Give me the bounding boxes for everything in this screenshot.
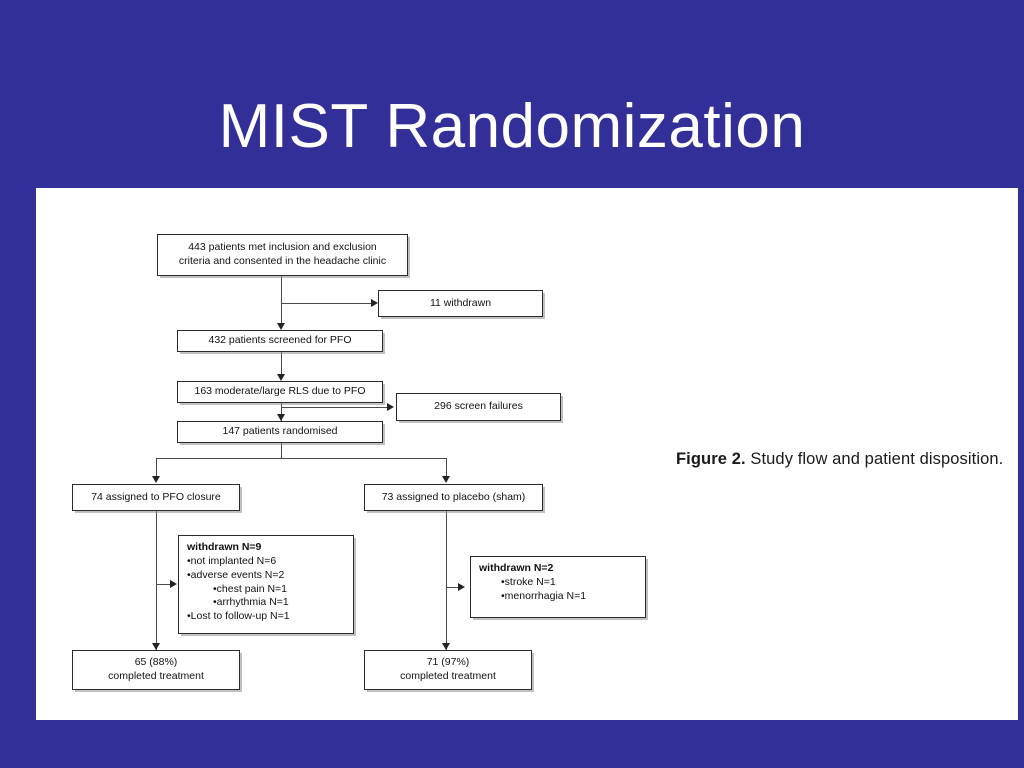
arrowhead-screened-to-rls	[276, 374, 285, 381]
withdrawn-pfo-heading: withdrawn N=9	[187, 541, 262, 553]
flow-node-screen-failures: 296 screen failures	[396, 393, 561, 421]
connector-rls-to-screen-failures	[281, 407, 391, 408]
withdrawn-pfo-item-1: •adverse events N=2	[187, 568, 285, 581]
arrowhead-rls-to-randomised	[276, 414, 285, 421]
flowchart-canvas: 443 patients met inclusion and exclusion…	[36, 188, 1018, 720]
arrowhead-enrolled-to-screened	[276, 323, 285, 330]
withdrawn-pfo-item-0: •not implanted N=6	[187, 554, 277, 567]
flow-node-arm-pfo: 74 assigned to PFO closure	[72, 484, 240, 511]
flow-node-arm-placebo-label: 73 assigned to placebo (sham)	[381, 490, 526, 503]
arrowhead-screen-failures	[387, 402, 394, 411]
withdrawn-pfo-item-3: •arrhythmia N=1	[213, 596, 289, 609]
flow-node-completed-pfo: 65 (88%) completed treatment	[72, 650, 240, 690]
arrowhead-withdrawn9	[170, 579, 177, 588]
connector-arm-pfo-stem	[156, 511, 157, 650]
flow-node-completed-placebo-count: 71 (97%)	[426, 656, 470, 669]
withdrawn-placebo-item-0: •stroke N=1	[501, 575, 556, 588]
flow-node-arm-placebo: 73 assigned to placebo (sham)	[364, 484, 543, 511]
connector-split-left	[156, 458, 157, 478]
arrowhead-completed-pfo	[151, 643, 160, 650]
flow-node-rls-label: 163 moderate/large RLS due to PFO	[194, 385, 366, 398]
connector-arm-placebo-stem	[446, 511, 447, 650]
flow-node-randomised-label: 147 patients randomised	[222, 425, 338, 438]
figure-caption-text: Study flow and patient disposition.	[745, 450, 1004, 468]
connector-arm-placebo-to-withdrawn2	[446, 587, 460, 588]
flow-node-enrolled: 443 patients met inclusion and exclusion…	[157, 234, 408, 276]
page-title: MIST Randomization	[218, 91, 806, 161]
figure-caption-label: Figure 2.	[676, 450, 746, 468]
flow-node-completed-placebo-label: completed treatment	[400, 670, 496, 682]
withdrawn-placebo-heading: withdrawn N=2	[479, 562, 554, 574]
arrowhead-arm-placebo	[441, 476, 450, 483]
connector-rls-to-randomised	[281, 403, 282, 421]
arrowhead-withdrawn2	[458, 582, 465, 591]
connector-randomised-stem	[281, 443, 282, 458]
connector-arm-pfo-to-withdrawn9	[156, 584, 173, 585]
arrowhead-completed-placebo	[441, 643, 450, 650]
flow-node-withdrawn-11-label: 11 withdrawn	[429, 296, 492, 309]
flow-node-completed-pfo-count: 65 (88%)	[134, 656, 178, 669]
flow-node-rls: 163 moderate/large RLS due to PFO	[177, 381, 383, 403]
flow-node-withdrawn-placebo: withdrawn N=2 •stroke N=1 •menorrhagia N…	[470, 556, 646, 618]
flow-node-completed-placebo: 71 (97%) completed treatment	[364, 650, 532, 690]
connector-enrolled-to-screened	[281, 276, 282, 324]
figure-caption: Figure 2. Study flow and patient disposi…	[676, 450, 1003, 469]
arrowhead-withdrawn11	[371, 298, 378, 307]
connector-split-right	[446, 458, 447, 478]
connector-enrolled-to-withdrawn11	[281, 303, 376, 304]
flow-node-completed-pfo-label: completed treatment	[108, 670, 204, 682]
withdrawn-pfo-item-2: •chest pain N=1	[213, 582, 288, 595]
flow-node-withdrawn-11: 11 withdrawn	[378, 290, 543, 317]
arrowhead-arm-pfo	[151, 476, 160, 483]
flow-node-enrolled-line2: criteria and consented in the headache c…	[178, 255, 387, 267]
connector-randomised-split	[156, 458, 446, 459]
withdrawn-pfo-item-4: •Lost to follow-up N=1	[187, 610, 290, 623]
flow-node-screened-label: 432 patients screened for PFO	[208, 334, 352, 347]
flow-node-screen-failures-label: 296 screen failures	[434, 400, 523, 413]
figure-panel: 443 patients met inclusion and exclusion…	[36, 188, 1018, 720]
flow-node-enrolled-line1: 443 patients met inclusion and exclusion	[188, 241, 377, 254]
flow-node-withdrawn-pfo: withdrawn N=9 •not implanted N=6 •advers…	[178, 535, 354, 634]
connector-screened-to-rls	[281, 352, 282, 374]
withdrawn-placebo-item-1: •menorrhagia N=1	[501, 589, 587, 602]
flow-node-randomised: 147 patients randomised	[177, 421, 383, 443]
flow-node-arm-pfo-label: 74 assigned to PFO closure	[91, 490, 221, 503]
flow-node-screened: 432 patients screened for PFO	[177, 330, 383, 352]
